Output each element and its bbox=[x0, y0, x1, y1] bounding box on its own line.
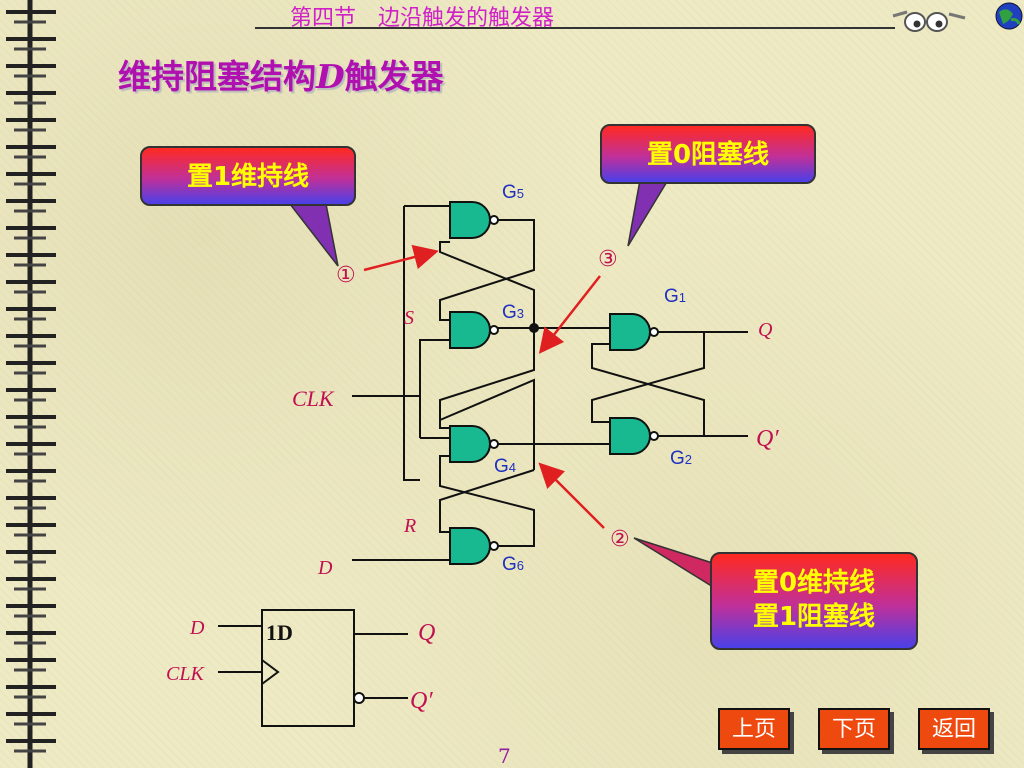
indicator-arrows bbox=[363, 244, 605, 529]
label-g4: G4 bbox=[494, 456, 516, 477]
symbol-clk: CLK bbox=[166, 663, 205, 685]
signal-r: R bbox=[403, 515, 416, 537]
callout-set0-block: 置0阻塞线 bbox=[600, 124, 816, 184]
marker-1: ① bbox=[336, 263, 356, 288]
arrow-1 bbox=[363, 244, 439, 272]
header-rule bbox=[255, 27, 895, 29]
gate-g6 bbox=[449, 527, 499, 565]
prev-page-button[interactable]: 上页 bbox=[718, 708, 790, 750]
title-main: 维持阻塞结构 bbox=[118, 57, 316, 96]
gate-g1 bbox=[609, 313, 659, 351]
callout-set0-hold-set1-block: 置0维持线 置1阻塞线 bbox=[710, 552, 918, 650]
eyes-icon bbox=[892, 10, 966, 32]
callout-set0-block-text: 置0阻塞线 bbox=[646, 140, 770, 170]
gate-g2 bbox=[609, 417, 659, 455]
title-italic: D bbox=[316, 57, 345, 96]
header-decoration bbox=[892, 2, 1023, 32]
callout-set1-block-text: 置1阻塞线 bbox=[752, 602, 876, 632]
symbol-label: 1D bbox=[266, 620, 293, 645]
globe-icon bbox=[995, 2, 1023, 30]
binder-rail bbox=[6, 0, 56, 768]
next-page-button[interactable]: 下页 bbox=[818, 708, 890, 750]
title-suffix: 触发器 bbox=[344, 57, 444, 96]
gate-g4 bbox=[449, 425, 499, 463]
callout-set0-hold-text: 置0维持线 bbox=[752, 568, 876, 598]
callout-tails bbox=[288, 179, 723, 592]
page-number: 7 bbox=[498, 744, 511, 768]
gate-g5 bbox=[449, 201, 499, 239]
arrow-3 bbox=[538, 275, 601, 354]
signal-q-bar: Q′ bbox=[756, 426, 779, 452]
label-g3: G3 bbox=[502, 302, 524, 323]
label-g2: G2 bbox=[670, 448, 692, 469]
label-g5: G5 bbox=[502, 182, 524, 203]
signal-d: D bbox=[317, 557, 333, 579]
arrow-2 bbox=[538, 462, 605, 529]
signal-clk: CLK bbox=[292, 386, 335, 411]
label-g1: G1 bbox=[664, 286, 686, 307]
callout-set1-hold-text: 置1维持线 bbox=[186, 162, 310, 192]
back-button[interactable]: 返回 bbox=[918, 708, 990, 750]
d-flipflop-symbol: 1D D CLK Q Q′ bbox=[166, 609, 435, 727]
symbol-q: Q bbox=[418, 620, 435, 646]
symbol-d: D bbox=[189, 617, 205, 639]
label-g6: G6 bbox=[502, 554, 524, 575]
callout-set1-hold: 置1维持线 bbox=[140, 146, 356, 206]
marker-3: ③ bbox=[598, 247, 618, 272]
signal-q: Q bbox=[758, 319, 773, 341]
wires bbox=[352, 205, 748, 561]
symbol-q-bar: Q′ bbox=[410, 688, 433, 714]
page-title: 维持阻塞结构D触发器 bbox=[118, 50, 444, 98]
junction-dot bbox=[529, 323, 539, 333]
section-title: 第四节 边沿触发的触发器 bbox=[290, 6, 555, 31]
signal-s: S bbox=[404, 307, 414, 329]
gate-g3 bbox=[449, 311, 499, 349]
marker-2: ② bbox=[610, 527, 630, 552]
